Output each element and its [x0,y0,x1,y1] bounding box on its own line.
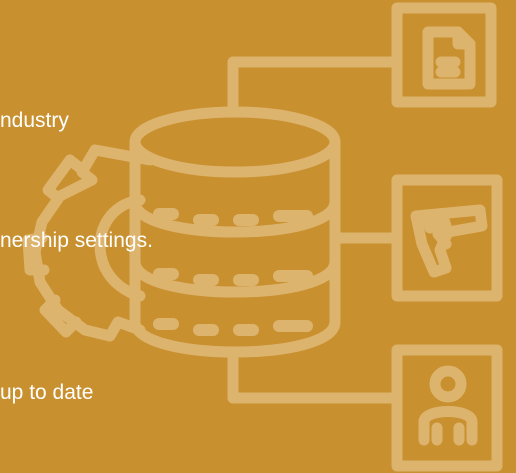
text-line-industry: ndustry [0,109,69,132]
document-box [391,2,497,108]
handgun-icon [410,204,488,278]
document-icon [422,26,476,90]
text-line-up-to-date: up to date [0,381,94,404]
person-icon [418,365,478,446]
database-slots [153,208,313,336]
person-box [391,344,503,472]
database-icon [129,106,341,358]
text-line-ownership-settings: nership settings. [0,229,153,252]
gear-icon [22,144,156,342]
handgun-box [391,174,503,302]
connector-lines [227,56,403,404]
